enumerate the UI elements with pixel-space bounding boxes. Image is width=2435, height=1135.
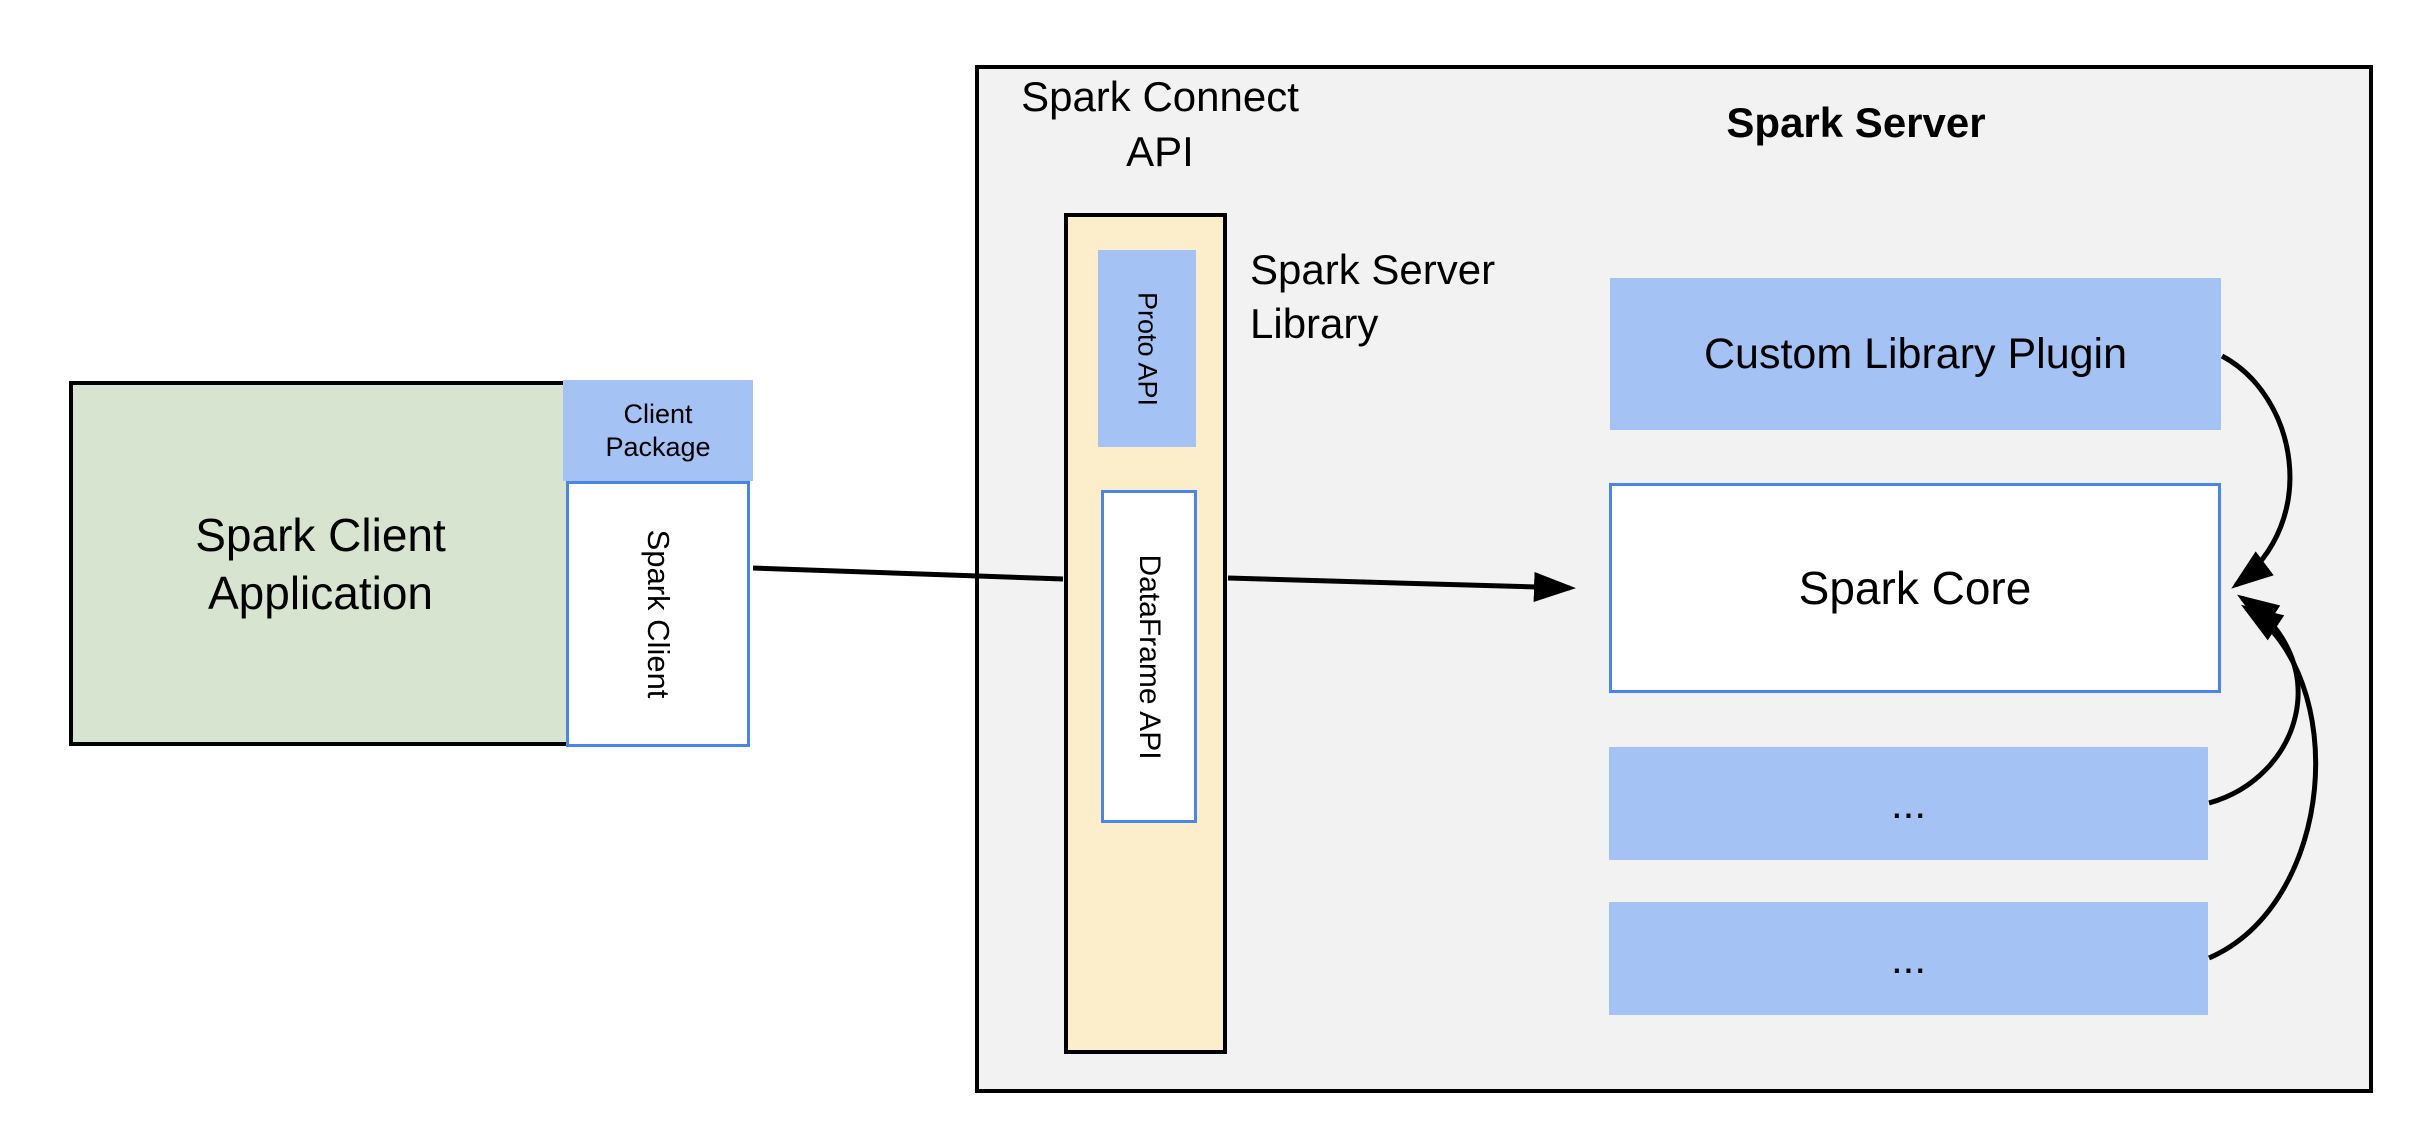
proto-api-box: Proto API	[1098, 250, 1196, 447]
spark-server-library-label-line2: Library	[1250, 300, 1379, 347]
client-package-label: Client Package	[605, 398, 710, 464]
custom-library-plugin-box: Custom Library Plugin	[1610, 278, 2221, 430]
dataframe-api-label: DataFrame API	[1133, 553, 1166, 760]
client-package-label-line1: Client	[623, 398, 693, 429]
dataframe-api-box: DataFrame API	[1101, 490, 1197, 823]
spark-connect-api-label-line1: Spark Connect	[1021, 73, 1299, 120]
spark-client-label: Spark Client	[641, 529, 676, 699]
proto-api-label: Proto API	[1132, 291, 1163, 406]
spark-client-application-label: Spark Client Application	[195, 506, 446, 622]
spark-server-title: Spark Server	[1726, 99, 1986, 146]
spark-client-application-label-line2: Application	[207, 566, 434, 619]
client-package-label-line2: Package	[605, 431, 711, 462]
misc-plugin-box-2-label: ...	[1890, 934, 1926, 982]
spark-connect-api-label: Spark Connect API	[1000, 69, 1320, 179]
spark-client-application-box: Spark Client Application	[69, 381, 572, 746]
misc-plugin-box-1: ...	[1609, 747, 2208, 860]
spark-client-box: Spark Client	[566, 481, 750, 747]
client-package-header-box: Client Package	[563, 380, 753, 481]
misc-plugin-box-1-label: ...	[1890, 779, 1926, 827]
spark-server-library-label: Spark Server Library	[1250, 243, 1590, 351]
spark-server-library-label-line1: Spark Server	[1250, 246, 1496, 293]
spark-client-application-label-line1: Spark Client	[195, 508, 446, 561]
misc-plugin-box-2: ...	[1609, 902, 2208, 1015]
spark-core-label: Spark Core	[1798, 562, 2032, 614]
spark-core-box: Spark Core	[1609, 483, 2221, 693]
custom-library-plugin-label: Custom Library Plugin	[1703, 329, 2127, 378]
spark-connect-api-label-line2: API	[1126, 128, 1194, 175]
